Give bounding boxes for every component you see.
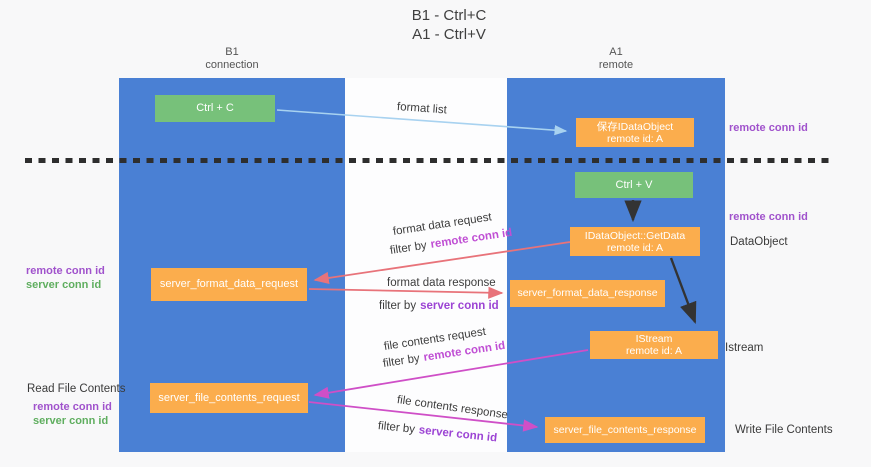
node-save-idataobject-line2: remote id: A: [606, 132, 664, 145]
node-ctrl-c-label: Ctrl + C: [196, 102, 234, 114]
annotation-remote-conn-id-left-bottom: remote conn id: [33, 401, 112, 413]
node-getdata-line1: IDataObject::GetData: [584, 229, 686, 242]
node-save-idataobject-line1: 保存IDataObject: [596, 120, 674, 133]
filter-key-server-conn-id: server conn id: [420, 300, 499, 312]
node-server-format-data-response: server_format_data_response: [510, 280, 665, 307]
node-istream-line2: remote id: A: [625, 345, 683, 357]
annotation-server-conn-id-left-top: server conn id: [26, 279, 102, 291]
node-server-file-contents-request-label: server_file_contents_request: [158, 391, 300, 404]
node-server-format-data-request: server_format_data_request: [151, 268, 307, 301]
middle-band: [345, 78, 507, 452]
node-server-file-contents-response: server_file_contents_response: [545, 417, 705, 443]
node-server-format-data-response-label: server_format_data_response: [517, 287, 658, 299]
node-save-idataobject: 保存IDataObject remote id: A: [576, 118, 694, 147]
node-getdata-line2: remote id: A: [606, 241, 664, 254]
node-ctrl-v-label: Ctrl + V: [615, 178, 653, 191]
label-format-data-response: format data response: [387, 277, 496, 289]
diagram-title-line2: A1 - Ctrl+V: [412, 26, 486, 43]
lane-b1-name: B1: [225, 46, 239, 58]
lane-a1-subtitle: remote: [598, 59, 634, 71]
node-ctrl-v: Ctrl + V: [575, 172, 693, 198]
node-istream: IStream remote id: A: [590, 331, 718, 359]
annotation-read-file-contents: Read File Contents: [27, 383, 126, 395]
lane-b1-subtitle: connection: [205, 59, 259, 71]
lane-a1-name: A1: [609, 46, 623, 58]
annotation-istream: Istream: [725, 342, 764, 354]
node-server-file-contents-request: server_file_contents_request: [150, 383, 308, 413]
node-istream-line1: IStream: [635, 333, 673, 345]
node-idataobject-getdata: IDataObject::GetData remote id: A: [570, 227, 700, 256]
annotation-remote-conn-id-top-right: remote conn id: [729, 122, 808, 134]
filter-prefix: filter by: [379, 300, 417, 312]
annotation-dataobject: DataObject: [730, 236, 788, 248]
lane-header-b1: B1 connection: [119, 46, 345, 72]
annotation-remote-conn-id-left-top: remote conn id: [26, 265, 105, 277]
annotation-server-conn-id-left-bottom: server conn id: [33, 415, 109, 427]
lane-header-a1: A1 remote: [507, 46, 725, 72]
node-server-file-contents-response-label: server_file_contents_response: [553, 423, 697, 436]
annotation-remote-conn-id-mid-right: remote conn id: [729, 211, 808, 223]
node-server-format-data-request-label: server_format_data_request: [159, 278, 299, 290]
diagram-title-line1: B1 - Ctrl+C: [411, 7, 487, 24]
annotation-write-file-contents: Write File Contents: [735, 424, 833, 436]
node-ctrl-c: Ctrl + C: [155, 95, 275, 122]
